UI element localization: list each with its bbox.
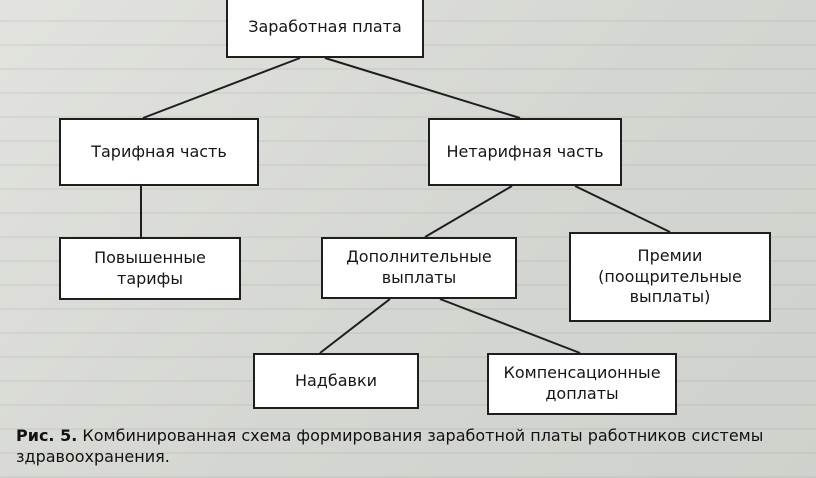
node-bonuses-line3: выплаты) <box>629 287 711 307</box>
node-compensation-line1: Компенсационные <box>503 363 661 383</box>
edge-root-nontariff <box>324 57 521 119</box>
node-nontariff-part: Нетарифная часть <box>428 118 622 186</box>
node-allowances: Надбавки <box>253 353 419 409</box>
node-bonuses-line2: (поощрительные <box>598 266 742 286</box>
edge-additional-allowances <box>319 298 391 354</box>
edge-root-tariff <box>142 57 301 119</box>
edge-nontariff-additional <box>424 185 513 238</box>
node-additional-payments: Дополнительные выплаты <box>321 237 517 299</box>
node-salary: Заработная плата <box>226 0 424 58</box>
edge-nontariff-bonuses <box>574 185 671 233</box>
edge-additional-compensation <box>439 298 581 354</box>
node-additional-payments-line1: Дополнительные <box>346 247 492 267</box>
figure-caption-label: Рис. 5. <box>16 426 78 445</box>
node-bonuses: Премии (поощрительные выплаты) <box>569 232 771 322</box>
figure-caption: Рис. 5. Комбинированная схема формирован… <box>16 426 812 468</box>
figure-caption-text: Комбинированная схема формирования зараб… <box>16 426 764 466</box>
node-nontariff-part-label: Нетарифная часть <box>446 141 604 161</box>
node-allowances-label: Надбавки <box>294 370 378 390</box>
node-raised-tariffs-line2: тарифы <box>117 268 183 288</box>
node-tariff-part-label: Тарифная часть <box>91 141 227 161</box>
node-salary-label: Заработная плата <box>248 17 402 37</box>
node-compensation-line2: доплаты <box>545 384 619 403</box>
node-bonuses-line1: Премии <box>637 245 703 265</box>
node-additional-payments-line2: выплаты <box>381 268 457 287</box>
node-tariff-part: Тарифная часть <box>59 118 259 186</box>
node-compensation: Компенсационные доплаты <box>487 353 677 415</box>
node-raised-tariffs: Повышенные тарифы <box>59 237 241 300</box>
node-raised-tariffs-line1: Повышенные <box>94 247 206 267</box>
